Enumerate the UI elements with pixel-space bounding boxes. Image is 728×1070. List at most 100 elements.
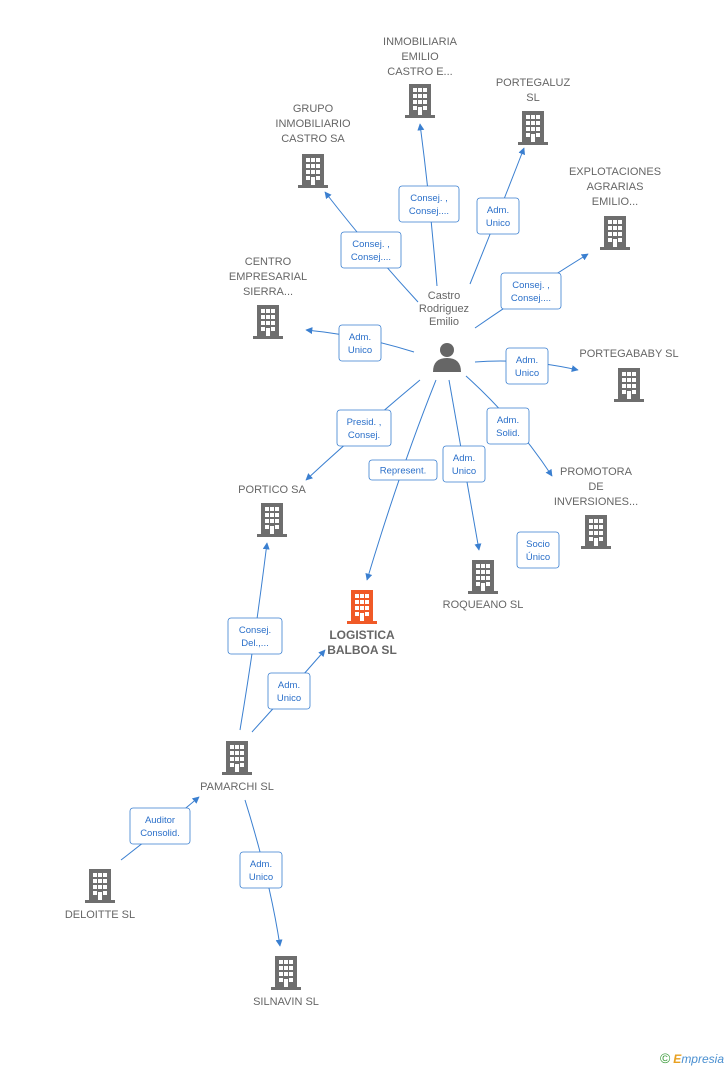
edge-label-box bbox=[336, 409, 392, 447]
company-node-explotaciones[interactable]: EXPLOTACIONESAGRARIASEMILIO... bbox=[569, 166, 661, 250]
edge-label-e_portegababy[interactable]: Adm. Unico bbox=[505, 347, 549, 385]
company-label: AGRARIAS bbox=[587, 181, 644, 193]
company-node-portegababy[interactable]: PORTEGABABY SL bbox=[579, 348, 679, 402]
edge-label-text: Adm. bbox=[487, 205, 509, 216]
edge-label-text: Adm. bbox=[497, 415, 519, 426]
edge-label-text: Unico bbox=[249, 872, 273, 883]
brand-footer: ©Empresia bbox=[660, 1050, 724, 1066]
edge-label-box bbox=[486, 407, 530, 445]
building-icon bbox=[271, 956, 301, 990]
company-label: SIERRA... bbox=[243, 286, 293, 298]
edge-label-text: Consej. , bbox=[512, 280, 550, 291]
edge-label-text: Consej. bbox=[239, 625, 271, 636]
building-icon bbox=[257, 503, 287, 537]
company-label: SL bbox=[526, 92, 539, 104]
company-node-pamarchi[interactable]: PAMARCHI SL bbox=[200, 741, 274, 793]
person-icon bbox=[433, 343, 461, 372]
company-node-grupo_inmob[interactable]: GRUPO INMOBILIARIO CASTRO SA bbox=[275, 103, 351, 188]
edge-label-e_roqueano[interactable]: Adm. Unico bbox=[442, 445, 486, 483]
edge-label-e_portegaluz[interactable]: Adm.Unico bbox=[476, 197, 520, 235]
edge-label-e_portico[interactable]: Presid. , Consej. bbox=[336, 409, 392, 447]
company-node-portegaluz[interactable]: PORTEGALUZ SL bbox=[496, 77, 571, 145]
edge-label-text: Socio bbox=[526, 539, 550, 550]
company-node-roqueano[interactable]: ROQUEANO SL bbox=[443, 560, 524, 611]
building-icon bbox=[253, 305, 283, 339]
edge-label-text: Presid. , bbox=[347, 417, 382, 428]
edge-label-text: Consej.... bbox=[511, 293, 551, 304]
building-icon bbox=[600, 216, 630, 250]
edge-label-text: Unico bbox=[277, 693, 301, 704]
company-label: BALBOA SL bbox=[327, 643, 397, 657]
building-icon bbox=[518, 111, 548, 145]
edge-label-text: Consej. , bbox=[410, 193, 448, 204]
edge-label-text: Adm. bbox=[278, 680, 300, 691]
edge-label-box bbox=[505, 347, 549, 385]
company-node-silnavin[interactable]: SILNAVIN SL bbox=[253, 956, 319, 1008]
company-label: INVERSIONES... bbox=[554, 496, 638, 508]
edge-label-text: Adm. bbox=[453, 453, 475, 464]
company-label: LOGISTICA bbox=[329, 628, 395, 642]
building-icon bbox=[468, 560, 498, 594]
company-label: CASTRO SA bbox=[281, 133, 345, 145]
building-icon bbox=[347, 590, 377, 624]
company-label: EMPRESARIAL bbox=[229, 271, 307, 283]
edge-label-text: Adm. bbox=[349, 332, 371, 343]
company-label: EMILIO bbox=[401, 51, 439, 63]
edge-label-e_logistica_rep[interactable]: Represent. bbox=[368, 459, 438, 481]
building-icon bbox=[581, 515, 611, 549]
company-label: PORTEGABABY SL bbox=[579, 348, 678, 360]
company-label: CENTRO bbox=[245, 256, 292, 268]
company-node-centro_emp[interactable]: CENTRO EMPRESARIAL SIERRA... bbox=[229, 256, 307, 339]
edge-label-e_promotora[interactable]: Adm. Solid. bbox=[486, 407, 530, 445]
brand-logo-text: mpresia bbox=[681, 1052, 724, 1066]
company-label: PROMOTORA bbox=[560, 466, 633, 478]
edge-label-box bbox=[368, 459, 438, 481]
edge-label-text: Adm. bbox=[516, 355, 538, 366]
company-node-promotora[interactable]: PROMOTORADEINVERSIONES... bbox=[554, 466, 638, 549]
brand-logo-e: E bbox=[673, 1052, 682, 1066]
edge-label-e_grupo[interactable]: Consej. , Consej.... bbox=[340, 231, 402, 269]
edge-label-text: Consej.... bbox=[351, 252, 391, 263]
person-label: Castro bbox=[428, 290, 460, 302]
company-node-deloitte[interactable]: DELOITTE SL bbox=[65, 869, 135, 921]
edge-label-e_pamarchi_portico[interactable]: Consej. Del.,... bbox=[227, 617, 283, 655]
company-label: PORTICO SA bbox=[238, 484, 306, 496]
edge-label-e_silnavin[interactable]: Adm. Unico bbox=[239, 851, 283, 889]
company-label: EXPLOTACIONES bbox=[569, 166, 661, 178]
edge-label-text: Represent. bbox=[380, 466, 426, 477]
company-node-portico[interactable]: PORTICO SA bbox=[238, 484, 306, 537]
edge-label-text: Consej. bbox=[348, 430, 380, 441]
edge-label-e_pamarchi_logistica[interactable]: Adm. Unico bbox=[267, 672, 311, 710]
edge-label-text: Del.,... bbox=[241, 638, 268, 649]
edge-label-box bbox=[340, 231, 402, 269]
company-label: PORTEGALUZ bbox=[496, 77, 571, 89]
edge-label-box bbox=[516, 531, 560, 569]
edge-label-box bbox=[129, 807, 191, 845]
edge-label-text: Unico bbox=[348, 345, 372, 356]
copyright-icon: © bbox=[659, 1050, 671, 1066]
edge-label-text: Solid. bbox=[496, 428, 520, 439]
company-label: INMOBILIARIA bbox=[383, 36, 458, 48]
edge-label-box bbox=[476, 197, 520, 235]
person-label: Emilio bbox=[429, 316, 459, 328]
edge-label-text: Unico bbox=[452, 466, 476, 477]
edge-label-box bbox=[500, 272, 562, 310]
edge-label-text: Consej. , bbox=[352, 239, 390, 250]
edge-label-e_explot[interactable]: Consej. , Consej.... bbox=[500, 272, 562, 310]
edge-label-e_centro[interactable]: Adm. Unico bbox=[338, 324, 382, 362]
company-label: GRUPO bbox=[293, 103, 334, 115]
edge-label-text: Unico bbox=[515, 368, 539, 379]
edge-label-text: Adm. bbox=[250, 859, 272, 870]
building-icon bbox=[405, 84, 435, 118]
edge-label-e_inmob[interactable]: Consej. ,Consej.... bbox=[398, 185, 460, 223]
building-icon bbox=[614, 368, 644, 402]
company-label: INMOBILIARIO bbox=[275, 118, 351, 130]
company-label: PAMARCHI SL bbox=[200, 781, 274, 793]
person-label: Rodriguez bbox=[419, 303, 469, 315]
